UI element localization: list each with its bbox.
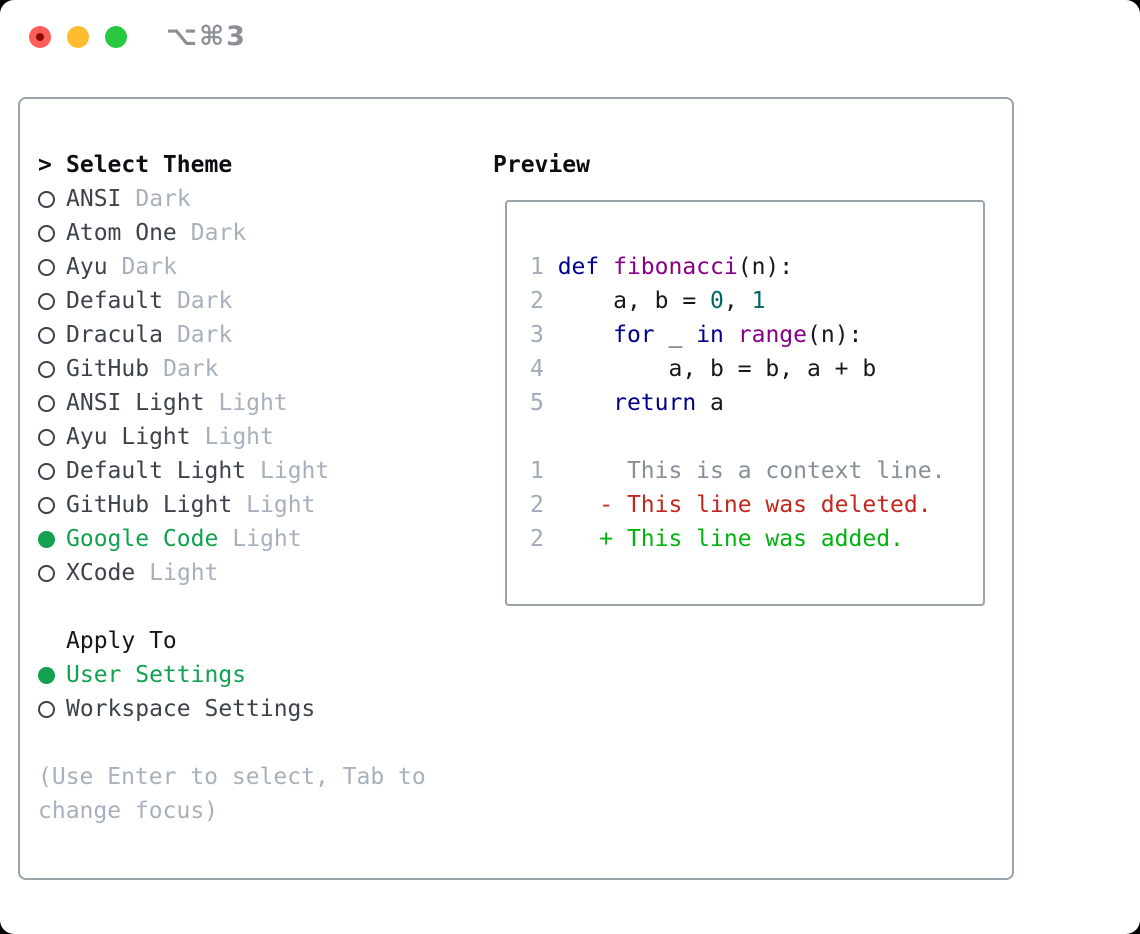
theme-variant-tag: Light	[260, 458, 330, 484]
code-line: 2 a, b = 0, 1	[530, 288, 766, 314]
theme-option-ayu-light[interactable]: Ayu Light Light	[38, 420, 453, 454]
theme-name: Default Light	[66, 458, 247, 484]
radio-selected-icon	[38, 666, 55, 684]
theme-option-google-code-light[interactable]: Google Code Light	[38, 522, 453, 556]
apply-to-header-row: Apply To	[38, 624, 453, 658]
theme-option-ansi-dark[interactable]: ANSI Dark	[38, 182, 453, 216]
preview-pane: 1 def fibonacci(n): 2 a, b = 0, 1 3 for …	[505, 200, 985, 606]
radio-icon	[38, 224, 55, 242]
spacer	[38, 590, 453, 624]
diff-deleted-line: 2 - This line was deleted.	[530, 492, 932, 518]
theme-variant-tag: Light	[218, 390, 288, 416]
theme-option-dracula-dark[interactable]: Dracula Dark	[38, 318, 453, 352]
preview-title: Preview	[493, 152, 590, 178]
theme-option-default-dark[interactable]: Default Dark	[38, 284, 453, 318]
apply-option-label: Workspace Settings	[66, 696, 316, 722]
diff-added-line: 2 + This line was added.	[530, 526, 904, 552]
line-number: 2	[530, 288, 558, 314]
theme-name: Default	[66, 288, 163, 314]
diff-context-line: 1 This is a context line.	[530, 458, 946, 484]
theme-variant-tag: Dark	[176, 288, 233, 314]
code-line: 4 a, b = b, a + b	[530, 356, 877, 382]
line-number: 5	[530, 390, 558, 416]
theme-variant-tag: Light	[232, 526, 302, 552]
theme-variant-tag: Dark	[190, 220, 247, 246]
radio-icon	[38, 394, 55, 412]
theme-name: Google Code	[66, 526, 219, 552]
keyboard-hint-text: (Use Enter to select, Tab to change focu…	[38, 764, 426, 824]
line-number: 2	[530, 492, 544, 518]
theme-picker-panel: > Select Theme ANSI Dark Atom One Dark A…	[18, 97, 1014, 880]
theme-name: GitHub	[66, 356, 150, 382]
line-number: 1	[530, 458, 544, 484]
theme-variant-tag: Dark	[135, 186, 191, 212]
theme-name: Dracula	[66, 322, 163, 348]
apply-option-user-settings[interactable]: User Settings	[38, 658, 453, 692]
radio-icon	[38, 564, 55, 582]
radio-icon	[38, 496, 55, 514]
close-button[interactable]	[29, 26, 51, 48]
theme-name: Ayu	[66, 254, 108, 280]
theme-name: Ayu Light	[66, 424, 191, 450]
theme-variant-tag: Light	[246, 492, 316, 518]
radio-selected-icon	[38, 530, 55, 548]
theme-variant-tag: Dark	[163, 356, 219, 382]
theme-option-atom-one-dark[interactable]: Atom One Dark	[38, 216, 453, 250]
code-line: 3 for _ in range(n):	[530, 322, 863, 348]
theme-variant-tag: Dark	[121, 254, 177, 280]
radio-icon	[38, 292, 55, 310]
code-line: 1 def fibonacci(n):	[530, 254, 794, 280]
radio-icon	[38, 360, 55, 378]
radio-icon	[38, 462, 55, 480]
theme-variant-tag: Light	[149, 560, 219, 586]
spacer	[38, 726, 453, 760]
theme-name: ANSI Light	[66, 390, 205, 416]
theme-option-ansi-light[interactable]: ANSI Light Light	[38, 386, 453, 420]
zoom-button[interactable]	[105, 26, 127, 48]
theme-option-github-dark[interactable]: GitHub Dark	[38, 352, 453, 386]
apply-to-title: Apply To	[66, 628, 177, 654]
theme-list-column: > Select Theme ANSI Dark Atom One Dark A…	[38, 148, 453, 828]
line-number: 4	[530, 356, 558, 382]
line-number: 1	[530, 254, 558, 280]
radio-icon	[38, 700, 55, 718]
theme-variant-tag: Dark	[176, 322, 233, 348]
theme-name: ANSI	[66, 186, 122, 212]
theme-option-ayu-dark[interactable]: Ayu Dark	[38, 250, 453, 284]
radio-icon	[38, 190, 55, 208]
apply-option-workspace-settings[interactable]: Workspace Settings	[38, 692, 453, 726]
radio-icon	[38, 326, 55, 344]
minimize-button[interactable]	[67, 26, 89, 48]
theme-option-default-light[interactable]: Default Light Light	[38, 454, 453, 488]
window-title: ⌥⌘3	[166, 21, 247, 52]
theme-option-xcode-light[interactable]: XCode Light	[38, 556, 453, 590]
select-theme-header-row: > Select Theme	[38, 148, 453, 182]
theme-name: GitHub Light	[66, 492, 233, 518]
theme-name: XCode	[66, 560, 136, 586]
cursor-indicator: >	[38, 152, 52, 178]
code-line: 5 return a	[530, 390, 724, 416]
theme-variant-tag: Light	[204, 424, 274, 450]
select-theme-title: Select Theme	[66, 152, 233, 178]
apply-option-label: User Settings	[66, 662, 247, 688]
line-number: 3	[530, 322, 558, 348]
theme-option-github-light[interactable]: GitHub Light Light	[38, 488, 453, 522]
radio-icon	[38, 428, 55, 446]
code-line-blank	[530, 420, 983, 454]
theme-name: Atom One	[66, 220, 177, 246]
line-number: 2	[530, 526, 544, 552]
radio-icon	[38, 258, 55, 276]
